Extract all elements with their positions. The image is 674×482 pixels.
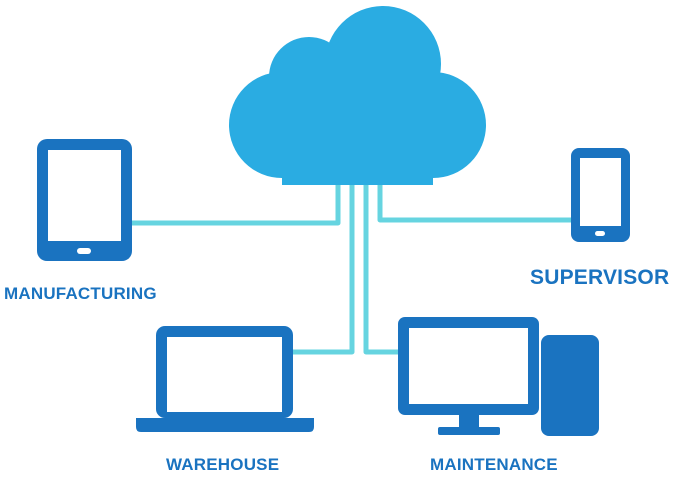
connector-supervisor (377, 182, 573, 223)
connector-manufacturing (132, 182, 341, 226)
cloud-icon (229, 6, 486, 185)
smartphone-icon (571, 148, 630, 242)
connectors (132, 182, 573, 355)
laptop-icon (136, 326, 314, 432)
device-label-supervisor: SUPERVISOR (530, 266, 670, 289)
device-label-maintenance: MAINTENANCE (430, 455, 558, 474)
device-label-manufacturing: MANUFACTURING (4, 284, 157, 303)
connector-maintenance (363, 182, 400, 355)
connector-warehouse (292, 182, 355, 355)
device-label-warehouse: WAREHOUSE (166, 455, 280, 474)
desktop-computer-icon (398, 317, 599, 436)
tablet-icon (37, 139, 132, 261)
